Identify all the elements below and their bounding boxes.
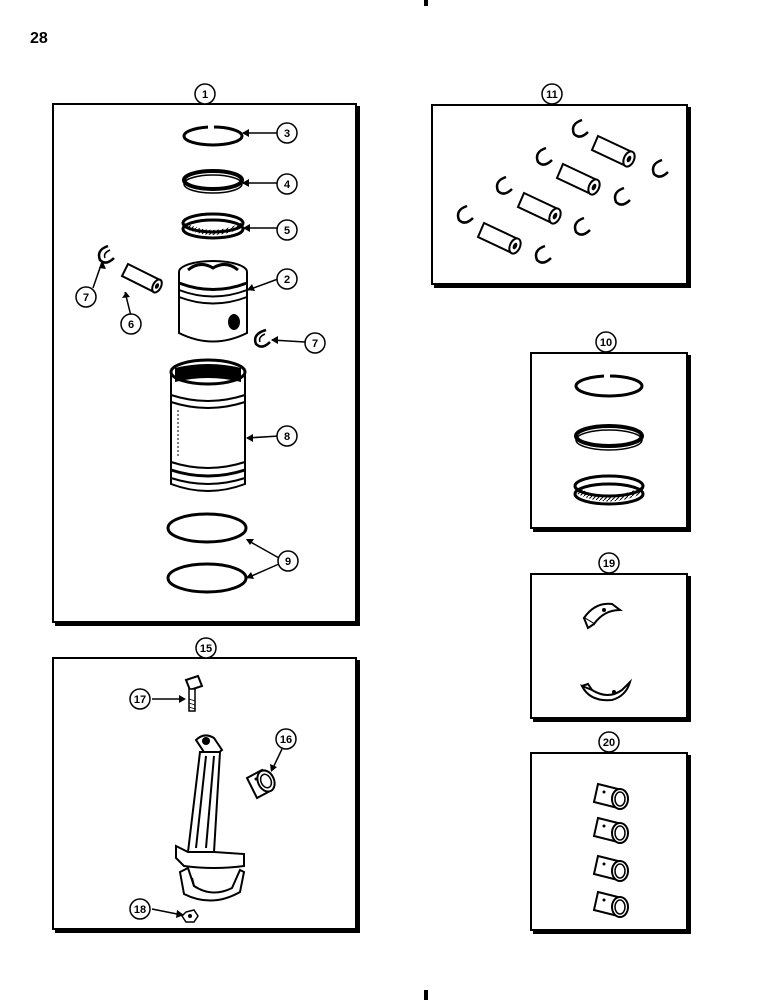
- registration-mark-top: [424, 0, 428, 6]
- rod-bolt: [184, 674, 204, 712]
- bearing-halves-drawing: [579, 602, 633, 702]
- callout-circles: [75, 83, 620, 920]
- cylinder-sleeve: [169, 358, 247, 492]
- connecting-rod: [175, 734, 246, 902]
- callout-9: 9: [285, 556, 291, 568]
- rod-bushing: [245, 768, 276, 800]
- panel-ring-set: [530, 352, 688, 529]
- ring-set-drawing: [573, 373, 645, 506]
- piston-ring-5: [181, 212, 245, 240]
- arrowheads-panel-1: [99, 129, 278, 579]
- rod-nut: [181, 909, 199, 923]
- callout-5: 5: [284, 225, 290, 237]
- callout-15: 15: [200, 643, 212, 655]
- panel-bushing-set: [530, 752, 688, 931]
- o-ring-upper: [166, 512, 248, 544]
- callout-6: 6: [128, 319, 134, 331]
- callout-17: 17: [134, 694, 146, 706]
- callout-18: 18: [134, 904, 146, 916]
- piston-ring-3: [182, 124, 244, 147]
- callout-8: 8: [284, 431, 290, 443]
- callout-16: 16: [280, 734, 292, 746]
- panel-piston-pin-kit: [431, 104, 688, 285]
- registration-mark-bottom: [424, 990, 428, 1000]
- callout-7-left: 7: [83, 292, 89, 304]
- callout-19: 19: [603, 558, 615, 570]
- leaders-panel-1: [92, 132, 306, 579]
- callout-4: 4: [284, 179, 291, 191]
- panel-bearing-halves: [530, 573, 688, 719]
- callout-7-right: 7: [312, 338, 318, 350]
- arrowheads-panel-15: [176, 695, 277, 918]
- callout-11: 11: [546, 89, 558, 101]
- piston: [178, 260, 248, 343]
- o-ring-lower: [166, 562, 248, 594]
- snap-ring-7-right: [253, 328, 271, 348]
- page-number: 28: [30, 30, 48, 47]
- callout-2: 2: [284, 274, 290, 286]
- bushing-set-drawing: [592, 782, 629, 918]
- callout-20: 20: [603, 737, 615, 749]
- snap-ring-7-left: [97, 244, 115, 264]
- piston-ring-4: [182, 169, 244, 194]
- callout-1: 1: [202, 89, 208, 101]
- piston-pin-6: [120, 262, 163, 294]
- callout-10: 10: [600, 337, 612, 349]
- callout-3: 3: [284, 128, 290, 140]
- pin-kit-drawing: [456, 118, 669, 264]
